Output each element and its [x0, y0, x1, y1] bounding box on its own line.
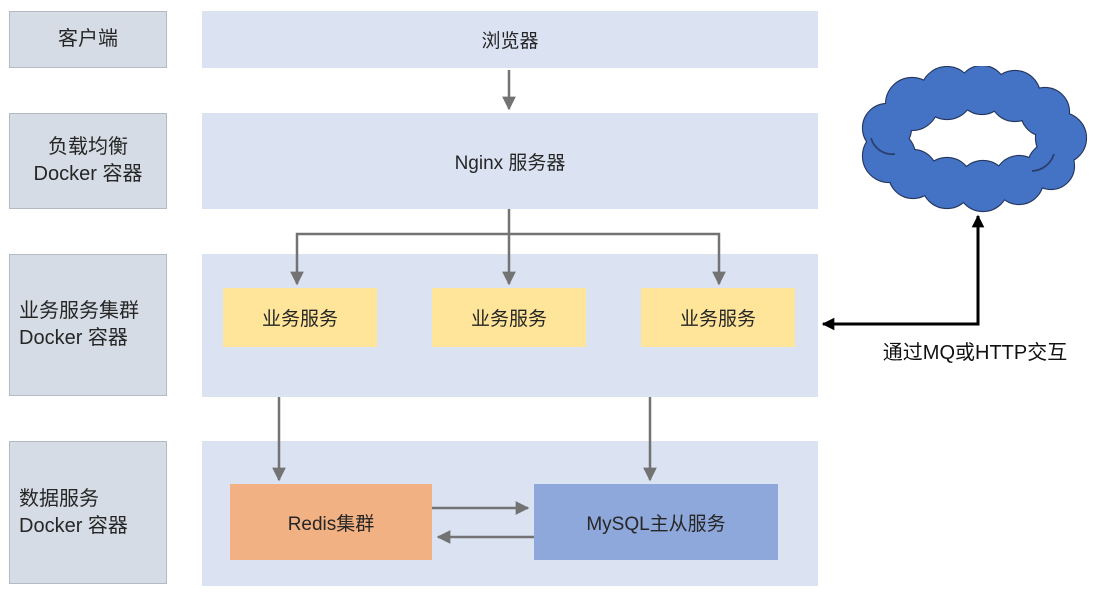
- mysql-node: MySQL主从服务: [534, 484, 778, 560]
- band-nginx: Nginx 服务器: [202, 113, 818, 209]
- service-node-label: 业务服务: [470, 309, 547, 330]
- service-node-label: 业务服务: [679, 309, 756, 330]
- band-service-cluster: 业务服务 业务服务 业务服务: [202, 254, 818, 397]
- arrow-service-cloud-mq: [821, 214, 985, 331]
- row-label-load-balancer: 负载均衡 Docker 容器: [9, 113, 167, 209]
- row-label-line: 客户端: [58, 28, 118, 50]
- service-node-3: 业务服务: [641, 288, 795, 347]
- band-browser: 浏览器: [202, 11, 818, 68]
- service-node-label: 业务服务: [261, 309, 338, 330]
- browser-node-label: 浏览器: [481, 31, 539, 52]
- cloud-shape: [861, 66, 1088, 213]
- cloud-node-label: SAP/SMS: [932, 125, 1018, 146]
- redis-node-label: Redis集群: [287, 513, 375, 535]
- nginx-node-label: Nginx 服务器: [454, 152, 566, 174]
- row-label-client: 客户端: [9, 11, 167, 68]
- row-label-line: 业务服务集群: [19, 300, 139, 322]
- mysql-node-label: MySQL主从服务: [586, 513, 726, 535]
- row-label-line: Docker 容器: [19, 514, 128, 537]
- row-label-line: Docker 容器: [33, 163, 143, 185]
- mq-http-annotation: 通过MQ或HTTP交互: [882, 342, 1068, 364]
- cloud-inner-arc: [1031, 153, 1055, 172]
- cloud-inner-arc: [870, 137, 896, 156]
- row-label-line: Docker 容器: [19, 327, 128, 349]
- row-label-line: 数据服务: [19, 487, 99, 510]
- redis-node: Redis集群: [230, 484, 432, 560]
- row-label-data-service: 数据服务 Docker 容器: [9, 441, 167, 584]
- service-node-2: 业务服务: [432, 288, 586, 347]
- service-node-1: 业务服务: [223, 288, 377, 347]
- row-label-service-cluster: 业务服务集群 Docker 容器: [9, 254, 167, 396]
- band-data-service: Redis集群 MySQL主从服务: [202, 441, 818, 586]
- row-label-line: 负载均衡: [48, 136, 128, 158]
